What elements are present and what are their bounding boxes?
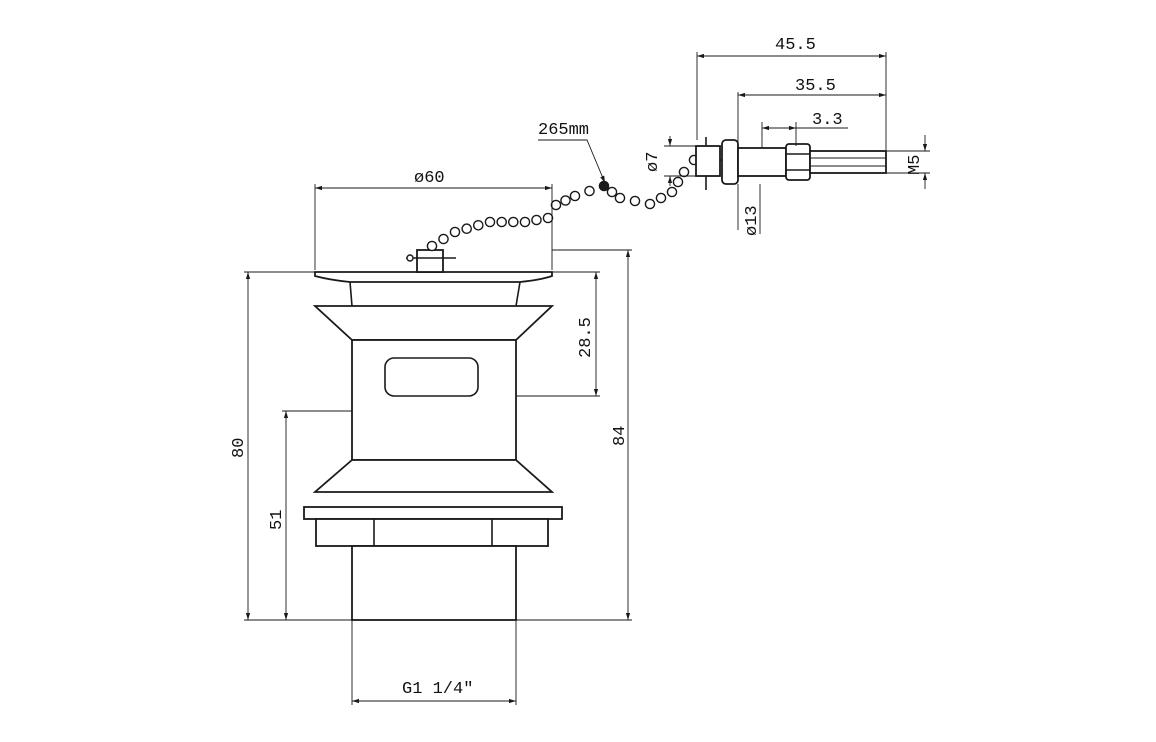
label-g1-1-4: G1 1/4″ — [402, 680, 473, 699]
pin-hub — [695, 145, 721, 177]
dim-84: 84 — [516, 249, 632, 621]
chain-bead — [666, 186, 678, 198]
chain-bead — [519, 216, 531, 228]
chain-bead — [531, 214, 542, 226]
chain-bead — [461, 223, 473, 234]
plug-knob — [406, 249, 456, 273]
waste-body — [303, 271, 563, 621]
overflow-slot — [384, 357, 479, 397]
chain-bead — [438, 233, 449, 245]
dim-dia-13: ø13 — [737, 184, 762, 236]
nut-flats — [786, 153, 810, 171]
chain-bead — [655, 192, 667, 204]
chain-bead — [614, 192, 626, 204]
chain-bead — [606, 186, 618, 198]
thread-lines — [810, 157, 886, 167]
rod-flange — [721, 139, 739, 185]
dim-265mm: 265mm — [538, 121, 606, 184]
dim-dia-7: ø7 — [644, 136, 696, 186]
knob-block — [416, 249, 444, 273]
threaded-tail — [351, 545, 517, 621]
chain-bead — [560, 195, 571, 206]
chain-bead — [426, 240, 438, 252]
dim-35-5: 35.5 — [737, 77, 886, 146]
washer — [303, 506, 563, 520]
label-dia-13: ø13 — [743, 205, 762, 236]
top-flange — [314, 271, 553, 283]
dim-3-3: 3.3 — [761, 111, 848, 148]
chain-bead — [584, 185, 595, 197]
label-m5: M5 — [906, 155, 925, 175]
chain-bead — [496, 216, 508, 228]
dim-51: 51 — [268, 410, 352, 620]
dim-dia-60: ø60 — [314, 169, 553, 270]
label-dia-60: ø60 — [414, 169, 445, 188]
rod-nut — [785, 143, 811, 181]
backnut-flats — [373, 519, 493, 546]
label-84: 84 — [611, 426, 630, 446]
body-cylinder — [351, 339, 517, 461]
chain-bead — [550, 199, 562, 211]
chain-bead — [484, 216, 496, 228]
dim-m5: M5 — [886, 135, 930, 189]
label-80: 80 — [230, 438, 249, 458]
chain-bead — [629, 195, 641, 207]
dim-80: 80 — [230, 271, 352, 621]
chain-bead — [678, 166, 690, 178]
flange-neck — [349, 281, 521, 307]
upper-cone — [312, 305, 555, 341]
dim-g1-1-4: G1 1/4″ — [351, 620, 517, 705]
label-35-5: 35.5 — [795, 77, 836, 96]
label-51: 51 — [268, 510, 287, 530]
label-45-5: 45.5 — [775, 36, 816, 55]
chain-bead — [507, 216, 519, 228]
chain-bead — [569, 190, 581, 202]
stay-rod — [695, 137, 887, 190]
dim-45-5: 45.5 — [696, 36, 887, 150]
chain-bead — [472, 219, 484, 231]
ball-chain — [426, 154, 700, 252]
rod-shank — [737, 147, 787, 177]
lower-cone — [312, 459, 555, 493]
label-dia-7: ø7 — [644, 152, 663, 172]
threaded-rod — [809, 150, 887, 174]
label-265mm: 265mm — [538, 121, 589, 140]
label-28-5: 28.5 — [577, 317, 596, 358]
chain-marker-bead — [599, 181, 609, 191]
label-3-3: 3.3 — [812, 111, 843, 130]
chain-bead — [542, 212, 554, 224]
chain-bead — [672, 176, 684, 188]
chain-bead — [449, 226, 461, 238]
backnut — [315, 518, 549, 547]
chain-bead — [644, 198, 656, 210]
dim-28-5: 28.5 — [516, 271, 600, 397]
